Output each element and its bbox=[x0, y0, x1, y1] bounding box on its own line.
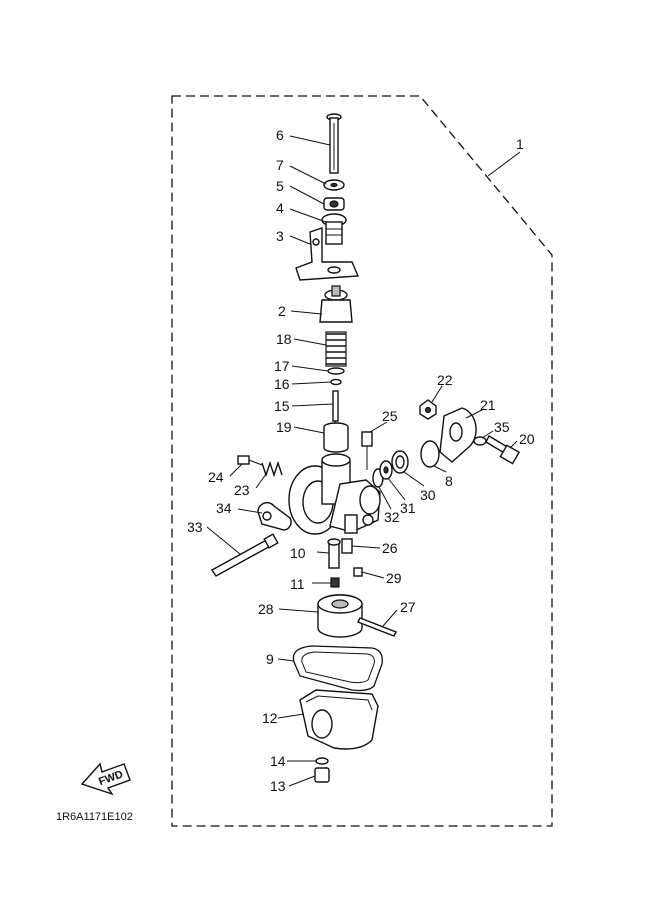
callout-28: 28 bbox=[258, 601, 274, 617]
callout-12: 12 bbox=[262, 710, 278, 726]
callout-33: 33 bbox=[187, 519, 203, 535]
part-19-throttle-valve bbox=[323, 422, 349, 453]
callout-22: 22 bbox=[437, 372, 453, 388]
callout-19: 19 bbox=[276, 419, 292, 435]
callout-18: 18 bbox=[276, 331, 292, 347]
part-2-cap bbox=[319, 285, 353, 323]
callout-9: 9 bbox=[266, 651, 274, 667]
part-24-screw bbox=[237, 455, 263, 466]
part-8-gasket bbox=[420, 440, 440, 468]
callout-6: 6 bbox=[276, 127, 284, 143]
callout-25: 25 bbox=[382, 408, 398, 424]
part-15-needle bbox=[332, 390, 339, 426]
callout-3: 3 bbox=[276, 228, 284, 244]
callout-32: 32 bbox=[384, 509, 400, 525]
part-16-retainer bbox=[330, 378, 342, 386]
callout-23: 23 bbox=[234, 482, 250, 498]
part-31-washer bbox=[379, 460, 393, 480]
part-35-washer bbox=[473, 436, 487, 446]
callout-20: 20 bbox=[519, 431, 535, 447]
part-14-washer bbox=[315, 757, 329, 765]
callout-10: 10 bbox=[290, 545, 306, 561]
part-4-adjuster bbox=[321, 213, 347, 245]
part-27-pin bbox=[357, 617, 397, 637]
part-11-jet bbox=[330, 577, 340, 588]
callout-13: 13 bbox=[270, 778, 286, 794]
part-22-nut bbox=[419, 399, 437, 420]
fwd-arrow-icon: FWD bbox=[80, 762, 131, 796]
callout-numbers: 1 6 7 5 4 3 2 18 17 16 15 19 24 23 34 33… bbox=[187, 127, 535, 794]
assembly-boundary bbox=[171, 95, 553, 827]
callout-31: 31 bbox=[400, 500, 416, 516]
callout-27: 27 bbox=[400, 599, 416, 615]
part-13-drain-screw bbox=[314, 767, 330, 783]
callout-34: 34 bbox=[216, 500, 232, 516]
part-18-spring bbox=[325, 331, 347, 367]
part-25-screw bbox=[361, 431, 373, 470]
callout-11: 11 bbox=[290, 576, 305, 592]
part-20-bolt bbox=[485, 435, 521, 465]
leader-lines bbox=[206, 135, 521, 787]
part-7-washer bbox=[323, 179, 345, 191]
callout-35: 35 bbox=[494, 419, 510, 435]
callout-5: 5 bbox=[276, 178, 284, 194]
part-34-plate bbox=[257, 502, 292, 531]
callout-2: 2 bbox=[278, 303, 286, 319]
callout-21: 21 bbox=[480, 397, 496, 413]
part-21-cam-lever bbox=[439, 407, 477, 463]
callout-24: 24 bbox=[208, 469, 224, 485]
callout-7: 7 bbox=[276, 157, 284, 173]
part-26-jet bbox=[341, 538, 353, 554]
part-28-float bbox=[317, 594, 363, 638]
part-carburetor-body bbox=[288, 453, 381, 535]
callout-29: 29 bbox=[386, 570, 402, 586]
callout-14: 14 bbox=[270, 753, 286, 769]
part-10-jet-holder bbox=[327, 538, 341, 569]
part-23-spring bbox=[261, 460, 283, 478]
callout-4: 4 bbox=[276, 200, 284, 216]
part-30-seal bbox=[391, 450, 409, 474]
callout-15: 15 bbox=[274, 398, 290, 414]
part-29-plug bbox=[353, 567, 363, 577]
part-9-gasket bbox=[292, 645, 383, 692]
callout-1: 1 bbox=[516, 136, 524, 152]
part-5-nut bbox=[323, 197, 345, 211]
callout-8: 8 bbox=[445, 473, 453, 489]
part-6-screw bbox=[326, 113, 342, 174]
callout-17: 17 bbox=[274, 358, 290, 374]
part-17-clip bbox=[327, 367, 345, 375]
part-33-shaft bbox=[210, 533, 279, 577]
part-12-float-bowl bbox=[299, 689, 379, 750]
diagram-code: 1R6A1171E102 bbox=[56, 811, 133, 823]
callout-16: 16 bbox=[274, 376, 290, 392]
callout-26: 26 bbox=[382, 540, 398, 556]
part-3-bracket bbox=[295, 227, 360, 281]
callout-30: 30 bbox=[420, 487, 436, 503]
